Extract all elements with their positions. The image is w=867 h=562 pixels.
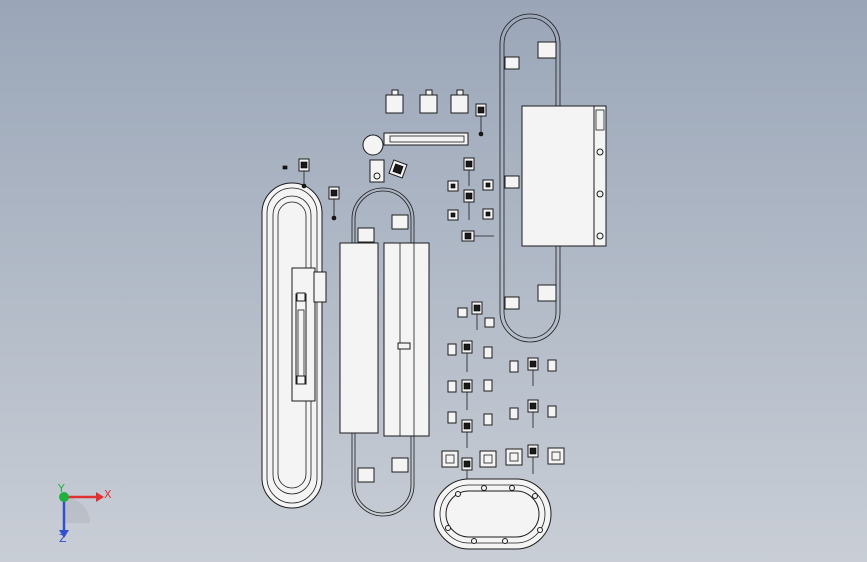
sensor-cluster-lower[interactable] xyxy=(447,301,557,486)
z-axis-label: Z xyxy=(59,532,67,545)
motor-row-top[interactable] xyxy=(385,89,487,137)
sensor-cluster-middle[interactable] xyxy=(447,157,494,242)
middle-conveyor-loop[interactable] xyxy=(339,187,430,517)
left-conveyor-loop[interactable] xyxy=(261,182,327,509)
square-fixtures[interactable] xyxy=(441,447,565,468)
drive-assembly[interactable] xyxy=(362,132,469,183)
x-axis-label: X xyxy=(104,488,112,501)
sensor-cluster-left[interactable] xyxy=(282,158,340,221)
control-cabinet[interactable] xyxy=(521,105,607,247)
bottom-oval-conveyor[interactable] xyxy=(433,478,552,550)
coordinate-triad-icon: X Y Z xyxy=(57,482,112,545)
y-axis-label: Y xyxy=(57,482,65,495)
